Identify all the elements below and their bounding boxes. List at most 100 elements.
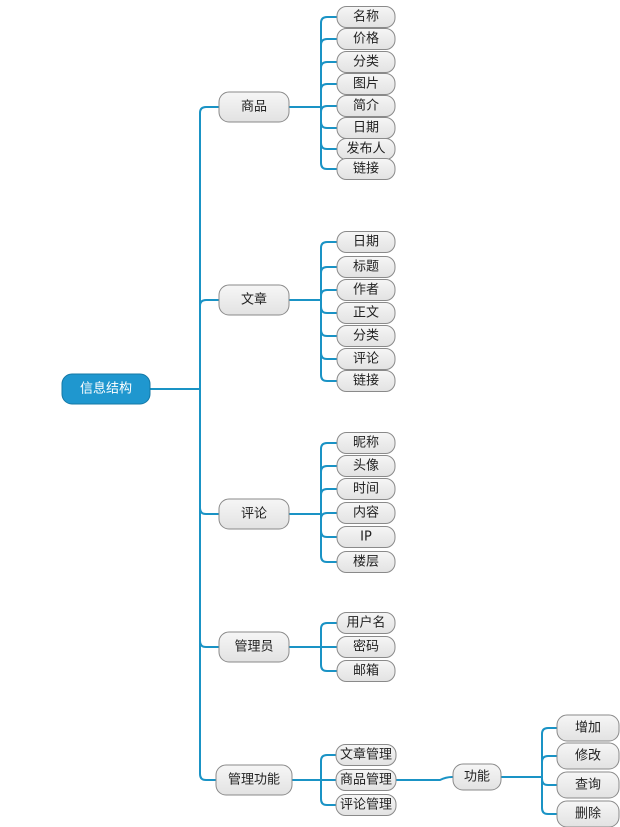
- leaf-node-2-4[interactable]: IP: [336, 526, 396, 548]
- leaf-node-2-2[interactable]: 时间: [336, 478, 396, 500]
- l1-links-2-branch-0: [320, 442, 337, 450]
- leaf-node-4-0[interactable]: 文章管理: [335, 744, 397, 766]
- action-node-1-box: [556, 742, 620, 770]
- l1-links-0-branch-0: [320, 16, 337, 24]
- leaf-node-2-4-label: IP: [360, 530, 372, 545]
- action-node-3-box: [556, 800, 620, 827]
- branch-node-4[interactable]: 管理功能: [215, 764, 293, 796]
- l1-links-0-branch-4: [320, 105, 337, 113]
- l1-links-1-branch-1: [320, 266, 337, 274]
- l1-links-0-branch-7: [320, 162, 337, 170]
- node-layer: 信息结构商品名称价格分类图片简介日期发布人链接文章日期标题作者正文分类评论链接评…: [61, 6, 620, 827]
- branch-node-3[interactable]: 管理员: [218, 631, 290, 663]
- leaf-node-0-7-label: 链接: [353, 161, 379, 177]
- leaf-node-2-4-box: [336, 526, 396, 548]
- leaf-node-2-1[interactable]: 头像: [336, 455, 396, 477]
- leaf-node-3-1[interactable]: 密码: [336, 636, 396, 658]
- action-node-2-label: 查询: [575, 778, 601, 793]
- l1-links-0-branch-3: [320, 83, 337, 91]
- l1-links-1-branch-5: [320, 352, 337, 360]
- l1-links-1-branch-4: [320, 329, 337, 337]
- branch-node-3-box: [218, 631, 290, 663]
- branch-node-2-label: 评论: [241, 507, 267, 522]
- leaf-node-0-6[interactable]: 发布人: [336, 138, 396, 160]
- root-links-branch-0: [199, 106, 219, 114]
- leaf-node-1-3-box: [336, 302, 396, 324]
- leaf-node-0-3[interactable]: 图片: [336, 73, 396, 95]
- leaf-node-2-5-label: 楼层: [353, 555, 379, 570]
- root-node[interactable]: 信息结构: [61, 373, 151, 405]
- function-node-label: 功能: [464, 770, 490, 785]
- leaf-node-1-6[interactable]: 链接: [336, 370, 396, 392]
- action-node-2[interactable]: 查询: [556, 771, 620, 799]
- leaf-node-1-0-box: [336, 231, 396, 253]
- action-node-0[interactable]: 增加: [556, 714, 620, 742]
- leaf-node-3-2[interactable]: 邮箱: [336, 660, 396, 682]
- root-links-branch-1: [199, 299, 219, 307]
- leaf-node-2-2-label: 时间: [353, 482, 379, 497]
- leaf-node-4-0-box: [335, 744, 397, 766]
- leaf-node-4-0-label: 文章管理: [340, 747, 392, 763]
- root-node-label: 信息结构: [80, 381, 132, 397]
- l1-links-2-branch-3: [320, 512, 337, 520]
- branch-node-3-label: 管理员: [234, 640, 273, 655]
- leaf-node-4-1[interactable]: 商品管理: [335, 769, 397, 791]
- leaf-node-1-4-label: 分类: [353, 329, 379, 344]
- root-node-box: [61, 373, 151, 405]
- leaf-node-3-0-box: [336, 612, 396, 634]
- root-links-branch-3: [199, 640, 219, 648]
- l1-links-0-branch-1: [320, 38, 337, 46]
- leaf-node-1-1[interactable]: 标题: [336, 256, 396, 278]
- leaf-node-1-2-box: [336, 279, 396, 301]
- leaf-node-1-1-box: [336, 256, 396, 278]
- leaf-node-1-3[interactable]: 正文: [336, 302, 396, 324]
- leaf-node-2-3-box: [336, 502, 396, 524]
- leaf-node-1-5[interactable]: 评论: [336, 348, 396, 370]
- leaf-node-1-2[interactable]: 作者: [336, 279, 396, 301]
- leaf-node-2-3[interactable]: 内容: [336, 502, 396, 524]
- branch-node-2-box: [218, 498, 290, 530]
- function-node[interactable]: 功能: [452, 763, 502, 791]
- branch-node-1[interactable]: 文章: [218, 284, 290, 316]
- leaf-node-3-0-label: 用户名: [346, 615, 385, 631]
- leaf-node-2-0[interactable]: 昵称: [336, 432, 396, 454]
- leaf-node-4-2[interactable]: 评论管理: [335, 794, 397, 816]
- leaf-node-3-0[interactable]: 用户名: [336, 612, 396, 634]
- branch-node-0-label: 商品: [241, 100, 267, 115]
- leaf-node-0-6-label: 发布人: [346, 141, 385, 157]
- action-node-3[interactable]: 删除: [556, 800, 620, 827]
- l1-links-4-branch-0: [320, 754, 336, 762]
- leaf-node-0-5[interactable]: 日期: [336, 117, 396, 139]
- leaf-node-1-1-label: 标题: [353, 260, 379, 275]
- leaf-node-1-3-label: 正文: [353, 306, 379, 321]
- leaf-node-0-4[interactable]: 简介: [336, 95, 396, 117]
- leaf-node-4-2-box: [335, 794, 397, 816]
- l1-links-1-branch-6: [320, 374, 337, 382]
- leaf-node-1-4-box: [336, 325, 396, 347]
- action-node-2-box: [556, 771, 620, 799]
- action-node-1[interactable]: 修改: [556, 742, 620, 770]
- leaf-node-0-2[interactable]: 分类: [336, 51, 396, 73]
- l1-links-1-branch-3: [320, 306, 337, 314]
- leaf-node-3-1-label: 密码: [353, 639, 379, 655]
- leaf-node-1-4[interactable]: 分类: [336, 325, 396, 347]
- branch-node-0[interactable]: 商品: [218, 91, 290, 123]
- branch-node-1-box: [218, 284, 290, 316]
- branch-node-2[interactable]: 评论: [218, 498, 290, 530]
- leaf-node-1-0[interactable]: 日期: [336, 231, 396, 253]
- leaf-node-0-7[interactable]: 链接: [336, 158, 396, 180]
- function-node-box: [452, 763, 502, 791]
- leaf-node-0-0[interactable]: 名称: [336, 6, 396, 28]
- leaf-node-2-1-label: 头像: [353, 459, 379, 474]
- leaf-node-1-2-label: 作者: [353, 283, 379, 298]
- leaf-node-3-2-box: [336, 660, 396, 682]
- leaf-node-0-1[interactable]: 价格: [336, 28, 396, 50]
- leaf-node-2-5[interactable]: 楼层: [336, 551, 396, 573]
- func-action-links-branch-1: [541, 755, 557, 763]
- action-node-3-label: 删除: [575, 807, 601, 822]
- leaf-node-0-2-box: [336, 51, 396, 73]
- l1-links-4-branch-2: [320, 798, 336, 806]
- leaf-node-1-0-label: 日期: [353, 235, 379, 250]
- leaf-node-2-0-box: [336, 432, 396, 454]
